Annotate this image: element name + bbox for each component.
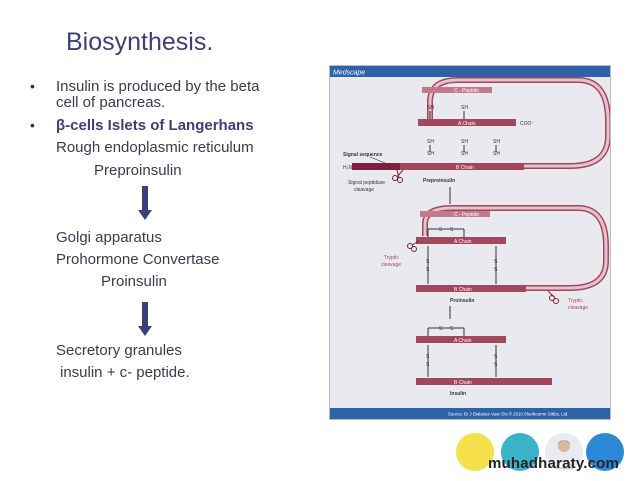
cleavage-label: cleavage	[568, 305, 588, 311]
tryptic-label: Tryptic	[568, 298, 583, 304]
sh-label: SH	[461, 139, 468, 145]
slide-title: Biosynthesis.	[66, 28, 214, 56]
step-preproinsulin: Preproinsulin	[94, 162, 182, 179]
signal-peptidase-label: Signal peptidase	[348, 180, 385, 186]
disulfide-s-label: S	[426, 362, 430, 368]
disulfide-s-label: S	[439, 227, 443, 233]
insulin-label: Insulin	[450, 391, 466, 397]
sh-label: SH	[427, 139, 434, 145]
disulfide-s-label: S	[426, 259, 430, 265]
site-name: muhadharaty.com	[488, 455, 620, 472]
disulfide-s-label: S	[494, 259, 498, 265]
disulfide-s-label: S	[426, 354, 430, 360]
step-golgi: Golgi apparatus	[56, 229, 162, 246]
preproinsulin-label: Preproinsulin	[423, 178, 455, 184]
scissors-icon	[407, 240, 420, 252]
tryptic-label: Tryptic	[384, 255, 399, 261]
site-logo	[455, 432, 635, 476]
down-arrow-icon	[138, 186, 152, 220]
disulfide-s-label: S	[494, 267, 498, 273]
sh-label: SH	[493, 139, 500, 145]
doctor-avatar-icon	[554, 440, 574, 469]
disulfide-s-label: S	[450, 326, 454, 332]
disulfide-s-label: S	[439, 326, 443, 332]
figure-header-bar	[330, 66, 610, 77]
b-chain-label: B Chain	[456, 165, 474, 171]
disulfide-s-label: S	[450, 227, 454, 233]
figure-source-label: Source: Br J Diabetes Vasc Dis © 2010 Sh…	[448, 412, 568, 417]
disulfide-s-label: S	[494, 354, 498, 360]
disulfide-s-label: S	[494, 362, 498, 368]
sh-label: SH	[461, 151, 468, 157]
b-chain-label: B Chain	[454, 380, 472, 386]
h2n-label: H₂N	[343, 165, 353, 171]
cleavage-label: cleavage	[354, 187, 374, 193]
logo-circle-yellow	[456, 433, 494, 471]
preproinsulin-diagram: C - Peptide A Chain COO⁻ SH SH SH SH SH …	[343, 77, 610, 204]
scissors-icon	[547, 290, 559, 304]
scissors-icon	[392, 169, 404, 183]
a-chain-label: A Chain	[458, 121, 476, 127]
sh-label: SH	[493, 151, 500, 157]
sh-label: SH	[427, 151, 434, 157]
cleavage-label: cleavage	[381, 262, 401, 268]
a-chain-label: A Chain	[454, 239, 472, 245]
step-insulin-cpeptide: insulin + c- peptide.	[60, 364, 190, 381]
insulin-diagram: A Chain S S S S S S B Chain Insulin	[416, 326, 552, 397]
sh-label: SH	[461, 105, 468, 111]
proinsulin-label: Proinsulin	[450, 298, 474, 304]
sh-label: SH	[427, 105, 434, 111]
bullet-text-bold: β-cells Islets of Langerhans	[56, 117, 254, 134]
b-chain-label: B Chain	[454, 287, 472, 293]
logo-circle-blue	[586, 433, 624, 471]
step-proinsulin: Proinsulin	[101, 273, 167, 290]
step-convertase: Prohormone Convertase	[56, 251, 220, 268]
c-peptide-label: C - Peptide	[454, 212, 479, 218]
signal-sequence-label: Signal sequence	[343, 152, 383, 158]
step-rer: Rough endoplasmic reticulum	[56, 139, 254, 156]
a-chain-label: A Chain	[454, 338, 472, 344]
proinsulin-diagram: C - Peptide A Chain S S S S S S B Chain …	[381, 205, 609, 319]
disulfide-s-label: S	[426, 267, 430, 273]
coo-label: COO⁻	[520, 121, 534, 127]
insulin-biosynthesis-figure: Medscape C - Peptide A Chain COO⁻ SH SH …	[329, 65, 611, 420]
brand-label: Medscape	[333, 70, 365, 77]
bullet-text: Insulin is produced by the beta	[56, 78, 260, 95]
c-peptide-label: C - Peptide	[454, 88, 479, 94]
figure-source-bar	[330, 408, 610, 419]
step-granules: Secretory granules	[56, 342, 182, 359]
logo-circle-teal	[501, 433, 539, 471]
bullet-text-cont: cell of pancreas.	[56, 94, 166, 111]
bullet-dot: •	[30, 117, 35, 133]
bullet-dot: •	[30, 78, 35, 94]
down-arrow-icon	[138, 302, 152, 336]
